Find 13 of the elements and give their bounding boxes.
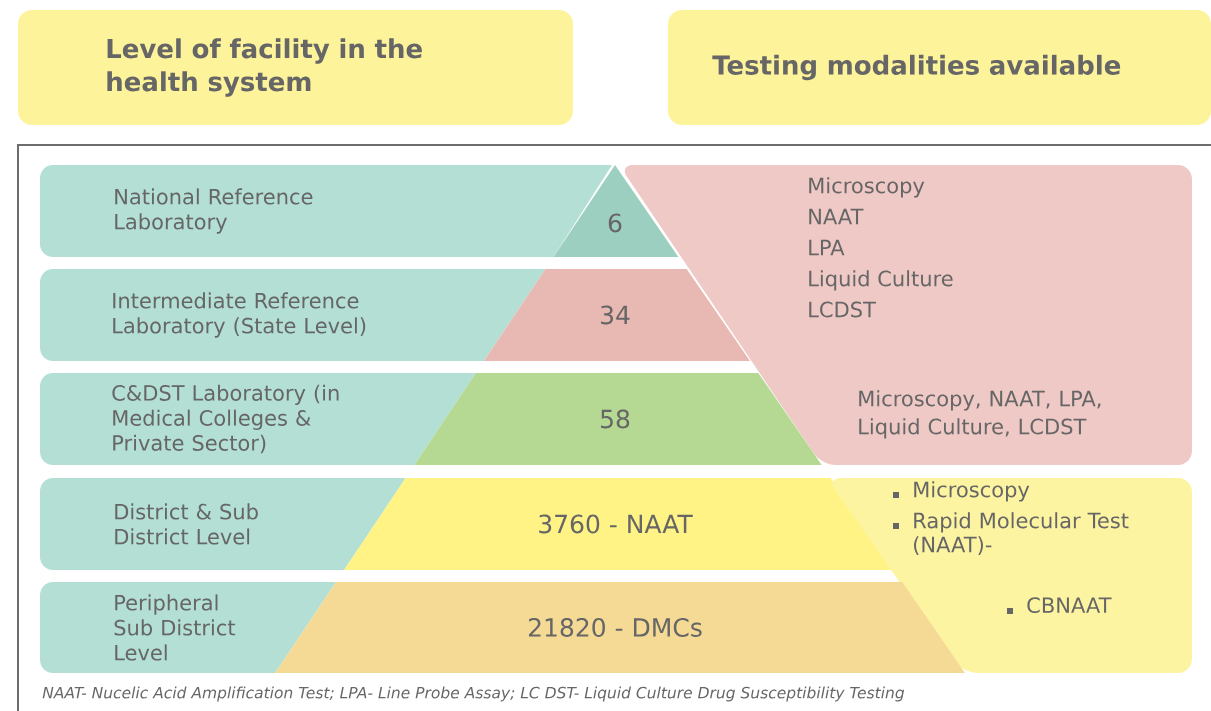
- level-box: C&DST Laboratory (in Medical Colleges & Private Sector): [40, 373, 476, 465]
- header-box: Level of facility in the health system: [18, 10, 573, 125]
- pyramid-band: 34: [483, 269, 750, 361]
- pyramid-band: 21820 - DMCs: [275, 582, 965, 673]
- modalities-box: Microscopy Rapid Molecular Test (NAAT)- CBNAAT: [832, 478, 1192, 673]
- header-box: Testing modalities available: [668, 10, 1211, 125]
- level-box: District & Sub District Level: [40, 478, 406, 570]
- level-box: Peripheral Sub District Level: [40, 582, 336, 673]
- pyramid-band: 3760 - NAAT: [344, 478, 894, 570]
- pyramid-band: 58: [414, 373, 822, 465]
- footnote: NAAT- Nucelic Acid Amplification Test; LPA- Line Probe Assay; LC DST- Liquid Culture Drug Susceptibility Testing: [42, 686, 905, 702]
- level-box: Intermediate Reference Laboratory (State Level): [40, 269, 546, 361]
- pyramid-band: 6: [553, 165, 679, 257]
